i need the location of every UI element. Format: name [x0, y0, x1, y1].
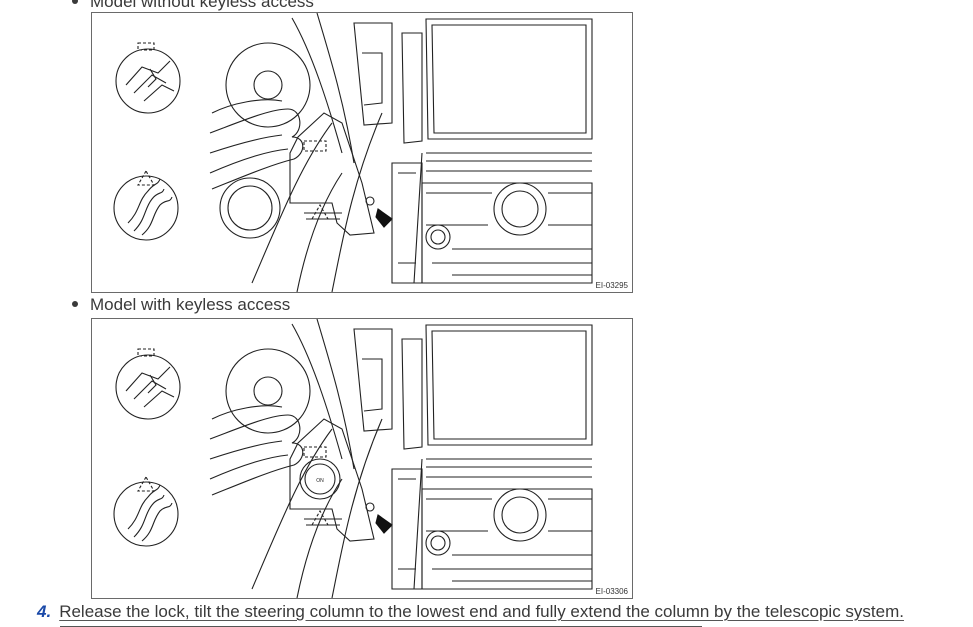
bullet-model-with-keyless: Model with keyless access — [72, 295, 290, 315]
dashboard-illustration: ON — [113, 319, 593, 598]
clip-symbol-icon — [115, 354, 181, 420]
figure-without-keyless: EI-03295 — [91, 12, 633, 293]
figure-with-keyless: ON EI-03306 — [91, 318, 633, 599]
clip-symbol-icon — [115, 48, 181, 114]
figure-code: EI-03306 — [595, 587, 628, 596]
start-button-label: ON — [316, 478, 324, 484]
procedure-step-4: 4. Release the lock, tilt the steering co… — [37, 602, 904, 622]
step-number: 4. — [37, 602, 52, 621]
figure-code: EI-03295 — [595, 281, 628, 290]
dashboard-illustration — [113, 13, 593, 292]
bullet-dot — [72, 0, 78, 4]
bullet-label: Model with keyless access — [90, 295, 291, 314]
step-text: Release the lock, tilt the steering colu… — [59, 602, 904, 621]
bullet-model-without-keyless: Model without keyless access — [72, 0, 314, 12]
claw-symbol-icon — [113, 481, 179, 547]
claw-symbol-icon — [113, 175, 179, 241]
engine-start-button-icon — [299, 458, 341, 500]
bullet-dot — [72, 300, 78, 307]
bullet-label: Model without keyless access — [90, 0, 314, 11]
